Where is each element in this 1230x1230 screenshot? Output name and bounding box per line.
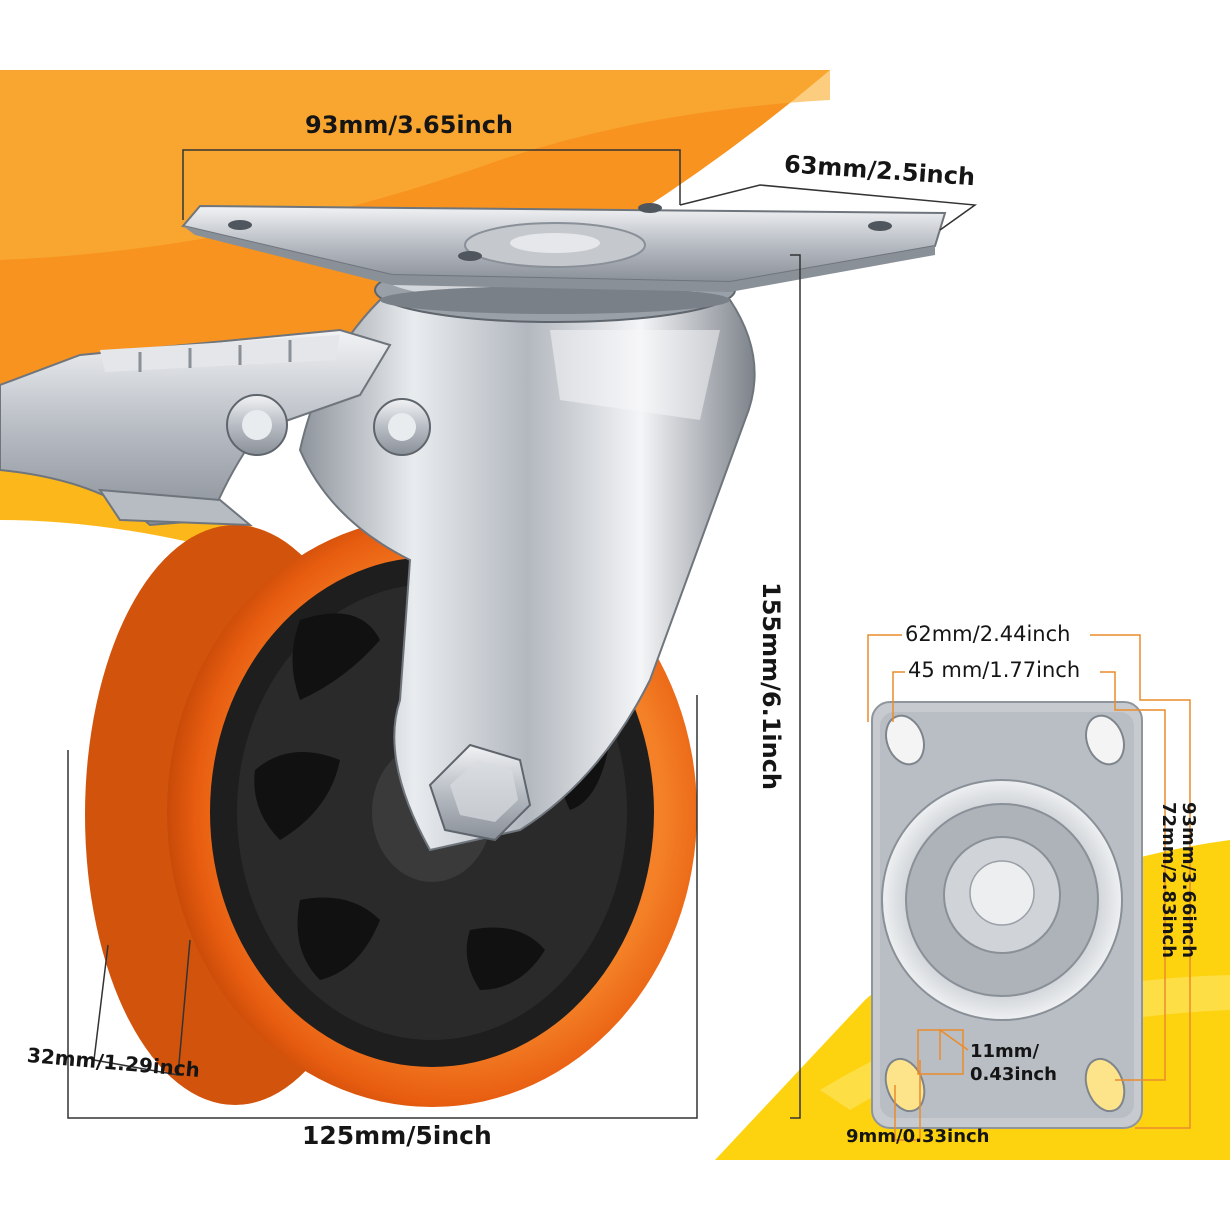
plate-width-label: 93mm/3.65inch <box>305 111 514 139</box>
hole-width-label: 9mm/0.33inch <box>846 1126 990 1147</box>
rivets <box>226 394 431 456</box>
top-plate <box>181 203 947 292</box>
brake-lever <box>0 328 392 527</box>
hole-length-inch-label: 0.43inch <box>970 1064 1057 1085</box>
bolt-outer-label: 62mm/2.44inch <box>905 622 1071 646</box>
dimension-lines <box>67 149 978 1119</box>
axle-nut <box>428 743 532 842</box>
hole-length-label: 11mm/ <box>970 1041 1040 1062</box>
plate-detail <box>871 701 1143 1129</box>
total-height-label: 155mm/6.1inch <box>757 582 785 791</box>
plate-height-label: 93mm/3.66inch <box>1178 802 1199 959</box>
bolt-spacing-label: 72mm/2.83inch <box>1158 802 1179 959</box>
bolt-inner-label: 45 mm/1.77inch <box>908 658 1081 682</box>
plate-dimension-lines <box>867 634 1191 1141</box>
wheel-diameter-label: 125mm/5inch <box>302 1121 492 1150</box>
